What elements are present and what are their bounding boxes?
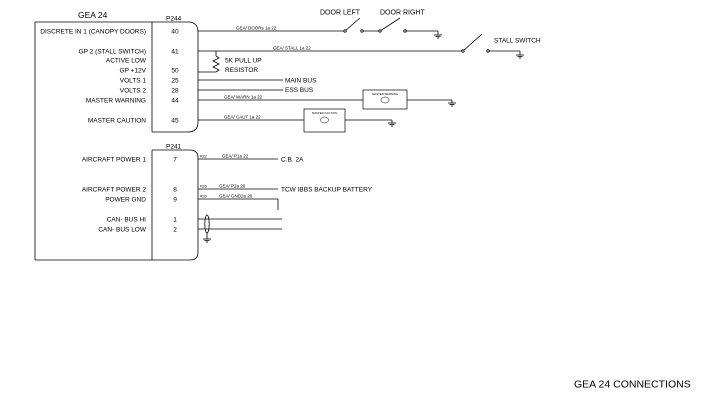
gea24-unit-box — [34, 21, 199, 261]
stall-ground-icon — [516, 54, 524, 59]
diagram-title: GEA 24 CONNECTIONS — [574, 379, 691, 391]
pin-number-40: 40 — [171, 29, 179, 36]
pin-label-gp2: GP 2 (STALL SWITCH) — [79, 49, 146, 56]
caution-ground-icon — [388, 120, 396, 127]
pin-number-50: 50 — [171, 68, 179, 75]
warning-lamp-icon — [380, 96, 390, 104]
door-ground-icon — [434, 34, 442, 39]
pin-label-can-bus-low: CAN- BUS LOW — [98, 227, 147, 234]
wires — [198, 30, 463, 230]
pin-label-discrete-in-1: DISCRETE IN 1 (CANOPY DOORS) — [40, 29, 146, 36]
door-right-label: DOOR RIGHT — [380, 10, 425, 17]
wire-label-doors: GEA/ DOORs 1a 22 — [236, 26, 277, 31]
wire-gauge-20-gnd: #20 — [200, 194, 207, 199]
pin-label-master-caution: MASTER CAUTION — [88, 118, 146, 125]
wire-gauge-20-power: #20 — [200, 184, 207, 189]
door-left-label: DOOR LEFT — [320, 10, 361, 17]
pin-label-master-warning: MASTER WARNING — [86, 98, 146, 105]
master-caution-annunciator-label: MASTER CAUTION — [312, 111, 337, 115]
shield-marker-icon — [204, 214, 210, 234]
pin-number-41: 41 — [171, 49, 179, 56]
pin-label-can-bus-hi: CAN- BUS HI — [107, 217, 147, 224]
pin-label-power-gnd: POWER GND — [105, 197, 146, 204]
shield-ground-icon — [203, 238, 211, 243]
pin-label-active-low: ACTIVE LOW — [106, 58, 147, 65]
pin-number-25: 25 — [171, 78, 179, 85]
wire-label-caut: GEA/ CAUT 1a 22 — [224, 115, 261, 120]
pin-label-gp-12v: GP +12V — [120, 68, 147, 75]
resistor-label-line-2: RESISTOR — [225, 67, 258, 74]
wire-gauge-22: #22 — [200, 154, 207, 159]
pin-number-7: 7 — [173, 157, 177, 164]
wire-label-stall: GEA/ STALL 1a 22 — [273, 46, 311, 51]
pin-number-8: 8 — [173, 187, 177, 194]
resistor-label-line-1: 5K PULL UP — [225, 58, 262, 65]
tcw-backup-battery-label: TCW IBBS BACKUP BATTERY — [281, 187, 373, 194]
wire-label-p2a: GEA/ P2a 20 — [219, 184, 246, 189]
pin-number-45: 45 — [171, 118, 179, 125]
stall-switch-icon — [461, 33, 521, 55]
stall-switch-label: STALL SWITCH — [494, 38, 541, 45]
pin-number-9: 9 — [173, 197, 177, 204]
pin-label-aircraft-power-2: AIRCRAFT POWER 2 — [82, 187, 147, 194]
wire-label-warn: GEA/ WARN 1a 22 — [224, 95, 263, 100]
pin-label-volts-2: VOLTS 2 — [120, 88, 147, 95]
wire-label-gnd2a: GEA/ GND2a 20 — [219, 194, 253, 199]
connector-p241-label: P241 — [166, 144, 182, 151]
warning-ground-icon — [448, 100, 456, 107]
pin-label-aircraft-power-1: AIRCRAFT POWER 1 — [82, 157, 147, 164]
pin-number-1: 1 — [173, 217, 177, 224]
pin-number-2: 2 — [173, 227, 177, 234]
pin-number-44: 44 — [171, 98, 179, 105]
unit-title: GEA 24 — [78, 10, 108, 20]
caution-lamp-icon — [320, 116, 329, 124]
pin-number-28: 28 — [171, 88, 179, 95]
wire-label-p1a: GEA/ P1a 22 — [222, 154, 249, 159]
main-bus-label: MAIN BUS — [285, 78, 317, 85]
master-warning-annunciator-label: MASTER WARNING — [372, 92, 398, 96]
connector-p244-label: P244 — [166, 16, 182, 23]
door-switches-icon — [343, 17, 439, 35]
circuit-breaker-label: C.B. 2A — [281, 157, 304, 164]
ess-bus-label: ESS BUS — [285, 87, 314, 94]
pin-label-volts-1: VOLTS 1 — [120, 78, 147, 85]
